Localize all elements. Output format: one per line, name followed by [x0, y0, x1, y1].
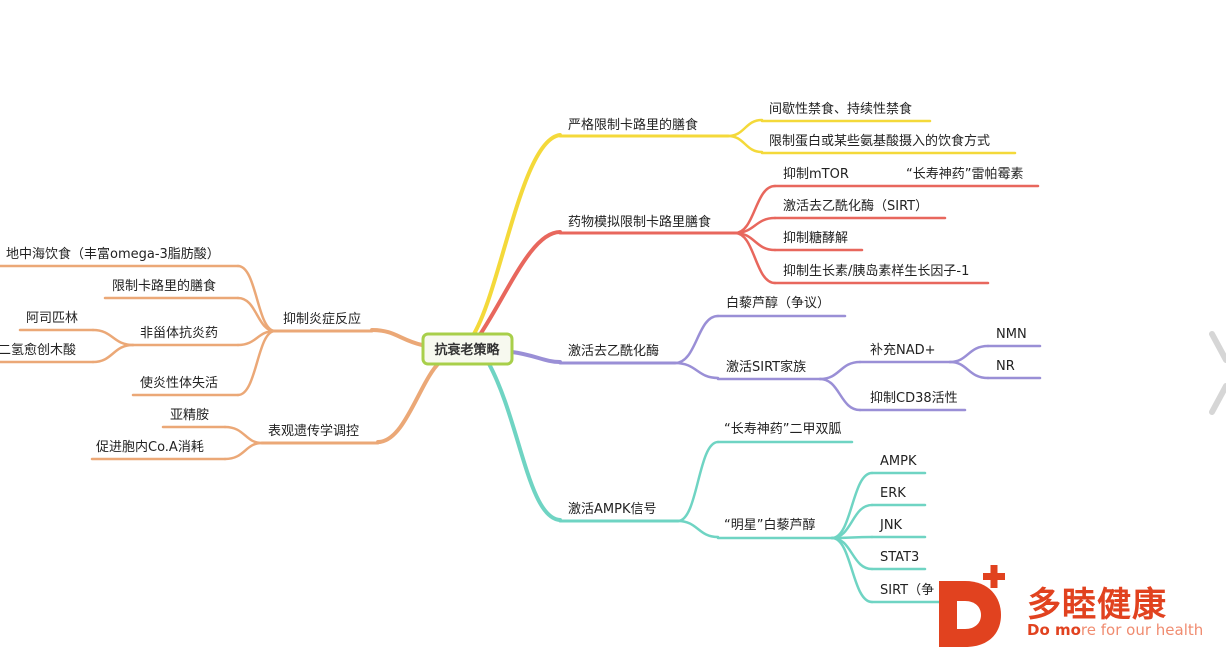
node-spermidine: 亚精胺	[170, 408, 209, 423]
node-protein-restriction: 限制蛋白或某些氨基酸摄入的饮食方式	[769, 133, 990, 149]
branch-yellow: 严格限制卡路里的膳食 间歇性禁食、持续性禁食 限制蛋白或某些氨基酸摄入的饮食方式	[468, 101, 1017, 342]
node-aspirin: 阿司匹林	[26, 311, 78, 326]
node-stat3: STAT3	[880, 550, 919, 565]
node-inhibit-inflammation: 抑制炎症反应	[283, 311, 361, 327]
node-resveratrol-disputed: 白藜芦醇（争议）	[726, 295, 830, 311]
node-star-resveratrol: “明星”白藜芦醇	[724, 517, 815, 533]
node-cr-diet: 限制卡路里的膳食	[112, 278, 216, 294]
branch-red: 药物模拟限制卡路里膳食 抑制mTOR “长寿神药”雷帕霉素 激活去乙酰化酶（SI…	[473, 167, 1040, 344]
brand-slogan-rest: re for our health	[1080, 621, 1204, 639]
branch-purple: 激活去乙酰化酶 白藜芦醇（争议） 激活SIRT家族 补充NAD+ 抑制CD38活…	[510, 295, 1042, 412]
node-activate-ampk: 激活AMPK信号	[568, 502, 656, 517]
node-epigenetics: 表观遗传学调控	[268, 423, 359, 439]
node-inhibit-mtor: 抑制mTOR	[783, 167, 849, 182]
node-nad: 补充NAD+	[870, 342, 936, 358]
node-activate-sirt: 激活去乙酰化酶（SIRT）	[783, 198, 928, 214]
d-plus-logo-icon	[939, 565, 1005, 647]
node-strict-cr: 严格限制卡路里的膳食	[568, 117, 698, 133]
node-nr: NR	[996, 359, 1015, 374]
brand-name-cn: 多睦健康	[1027, 585, 1167, 625]
root-node[interactable]: 抗衰老策略	[421, 332, 514, 366]
node-intermittent-fasting: 间歇性禁食、持续性禁食	[769, 101, 912, 117]
node-inhibit-igf1: 抑制生长素/胰岛素样生长因子-1	[783, 263, 969, 279]
node-ampk: AMPK	[880, 454, 917, 469]
node-nmn: NMN	[996, 327, 1027, 342]
node-cr-mimetic: 药物模拟限制卡路里膳食	[568, 214, 711, 230]
node-mediterranean-diet: 地中海饮食（丰富omega-3脂肪酸）	[6, 246, 220, 262]
node-jnk: JNK	[879, 518, 903, 533]
root-label: 抗衰老策略	[434, 342, 500, 358]
brand-logo: 多睦健康 Do more for our health	[935, 565, 1225, 649]
node-nsaid: 非甾体抗炎药	[140, 326, 218, 341]
node-coa: 促进胞内Co.A消耗	[96, 439, 204, 455]
branch-orange-inflammation: 抑制炎症反应 地中海饮食（丰富omega-3脂肪酸） 限制卡路里的膳食 非甾体抗…	[0, 246, 424, 397]
node-inflammasome: 使炎性体失活	[140, 375, 218, 391]
node-rapamycin: “长寿神药”雷帕霉素	[906, 167, 1023, 182]
branch-orange-epigenetics: 表观遗传学调控 亚精胺 促进胞内Co.A消耗	[90, 360, 442, 461]
node-ndga: 二氢愈创木酸	[0, 343, 76, 358]
node-sirt-family: 激活SIRT家族	[726, 359, 806, 375]
node-inhibit-glycolysis: 抑制糖酵解	[783, 230, 848, 246]
brand-slogan: Do more for our health	[1027, 621, 1203, 639]
node-activate-deacetylase: 激活去乙酰化酶	[568, 343, 659, 359]
node-metformin: “长寿神药”二甲双胍	[724, 422, 841, 437]
branch-teal: 激活AMPK信号 “长寿神药”二甲双胍 “明星”白藜芦醇 AMPK ERK JN…	[486, 360, 942, 604]
brand-slogan-bold: Do mo	[1027, 621, 1081, 639]
node-sirt-disputed: SIRT（争	[880, 583, 934, 598]
node-erk: ERK	[880, 486, 906, 501]
chevron-right-icon[interactable]	[1208, 330, 1226, 420]
node-cd38: 抑制CD38活性	[870, 391, 958, 406]
